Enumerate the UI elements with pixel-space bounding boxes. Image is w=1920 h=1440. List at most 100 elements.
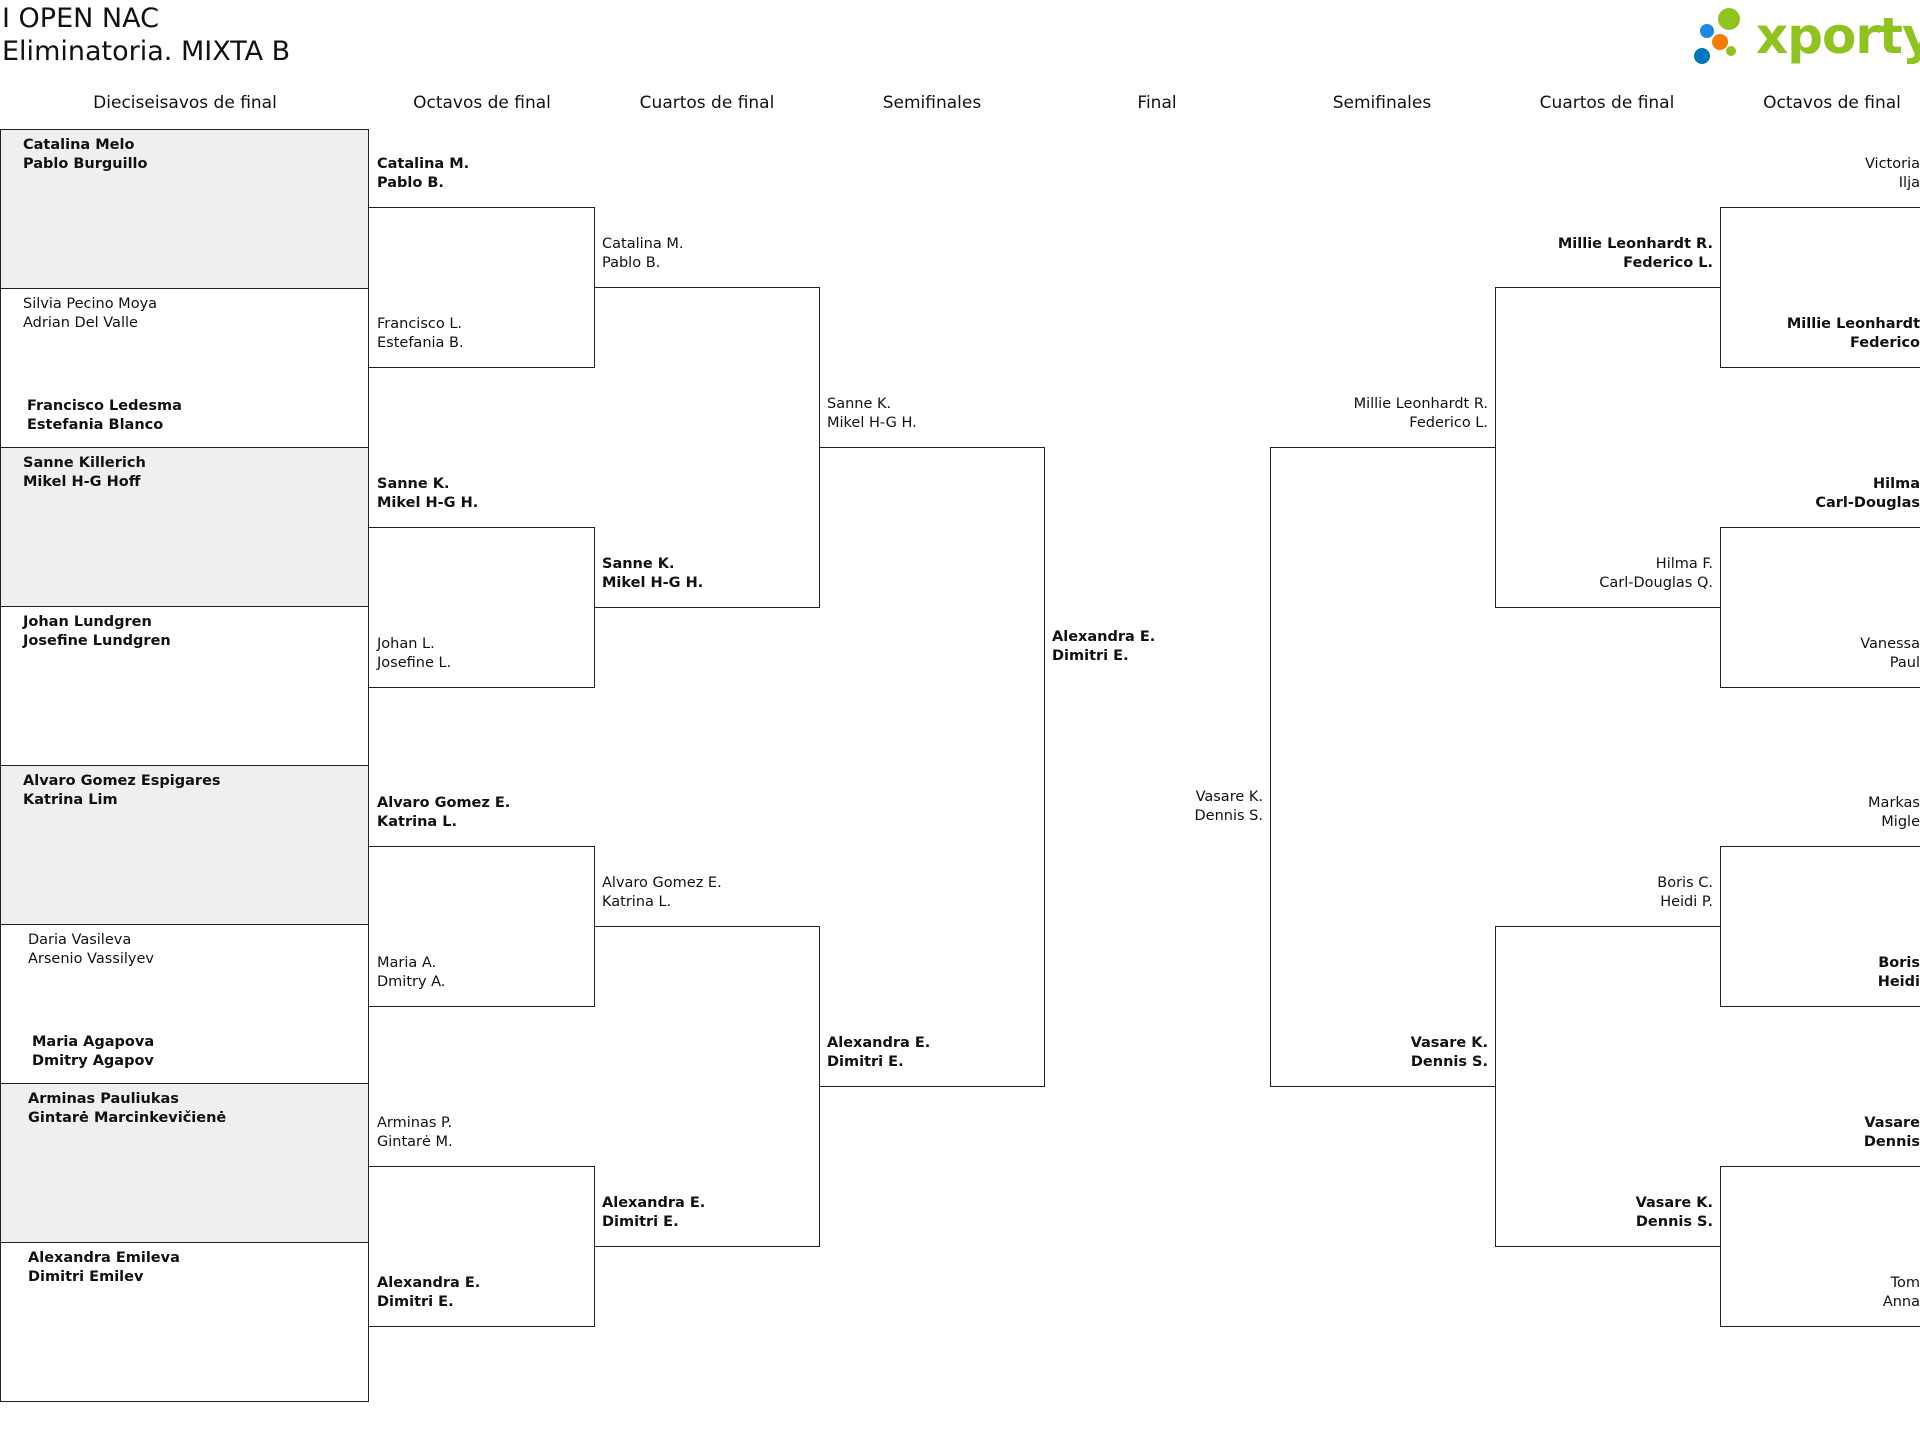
bracket-line [819,447,1045,448]
team-names: Vasare K. Dennis S. [1195,788,1263,826]
player-name: Sanne K. [377,475,450,492]
player-name: Maria A. [377,955,437,971]
bracket-line [1495,1246,1721,1247]
player-name: Katrina Lim [23,792,118,808]
player-name: Vasare [1864,1114,1920,1131]
player-name: Katrina L. [602,894,672,910]
bracket-line [1495,926,1496,1247]
column-header: Semifinales [1332,93,1432,113]
bracket-line [369,1325,595,1327]
player-name: Federico L. [1409,415,1488,431]
player-name: Daria Vasileva [28,932,132,948]
column-header: Semifinales [882,93,982,113]
player-name: Johan L. [377,635,435,652]
player-name: Pablo Burguillo [23,156,148,172]
player-name: Anna [1882,1293,1920,1310]
player-name: Silvia Pecino Moya [23,296,158,312]
bracket-line [1720,1325,1920,1327]
team-names: Alvaro Gomez E.Katrina L. [602,874,722,912]
team-names: Sanne K. Mikel H-G H. [377,475,478,513]
match-cell [0,765,369,925]
player-name: Catalina M. [602,236,684,252]
player-name: Dennis S. [1410,1054,1488,1070]
player-name: Millie Leonhardt R. [1557,236,1713,252]
column-header: Dieciseisavos de final [93,93,277,113]
bracket-line [369,686,595,688]
logo-dot-icon [1718,8,1740,30]
player-name: Dennis S. [1194,808,1263,824]
player-name: Vasare K. [1410,1035,1488,1051]
player-name: Josefine L. [377,654,452,671]
player-name: Sanne K. [602,556,675,572]
team-names: Francisco L.Estefania B. [377,315,464,353]
player-name: Mikel H-G H. [377,494,479,511]
match-cell [0,1083,369,1243]
player-name: Alexandra E. [827,1035,931,1051]
match-cell [0,129,369,289]
team-names: Alexandra E. Dimitri E. [1052,628,1155,666]
player-name: Sanne Killerich [23,455,146,471]
player-name: Dimitri E. [1052,648,1129,664]
bracket-line [1720,526,1920,528]
team-names: Alexandra E.Dimitri E. [377,1274,480,1312]
logo-dot-icon [1712,34,1728,50]
player-name: Dennis S. [1635,1214,1713,1230]
bracket-line [1720,207,1920,208]
bracket-line [594,1246,820,1247]
bracket-line [1270,1086,1496,1087]
player-name: Vasare K. [1195,789,1263,805]
player-name: Mikel H-G H. [827,415,917,431]
team-names: Sanne K.Mikel H-G H. [827,395,917,433]
player-name: Francisco L. [377,316,463,332]
bracket-line [1270,447,1496,448]
player-name: Gintarė M. [377,1133,453,1150]
player-name: Alvaro Gomez Espigares [23,773,221,789]
team-names: Alexandra E.Dimitri E. [602,1194,705,1232]
player-name: Dimitri E. [827,1054,904,1070]
bracket-line [1720,526,1721,688]
player-name: Estefania Blanco [27,417,164,433]
player-name: Pablo B. [377,175,444,191]
player-name: Victoria [1864,156,1920,172]
player-name: Dimitri E. [377,1293,454,1310]
player-name: Alexandra E. [1052,629,1156,645]
bracket-line [369,367,595,368]
bracket-line [1720,686,1920,688]
player-name: Vanessa [1860,635,1920,652]
bracket-line [369,1165,595,1167]
player-name: Heidi P. [1660,894,1713,910]
bracket-line [594,287,820,288]
team-names: Johan L. Josefine L. [377,635,451,673]
player-name: Markas [1868,795,1920,811]
team-names: Catalina M.Pablo B. [377,155,469,193]
team-names: Alvaro Gomez E.Katrina L. [377,794,510,832]
player-name: Boris C. [1657,875,1713,891]
team-names: Alexandra E. Dimitri E. [827,1034,930,1072]
bracket-line [819,1086,1045,1087]
team-names: Catalina M.Pablo B. [602,235,683,273]
logo-text: xporty [1756,7,1920,65]
player-name: Federico [1849,335,1920,351]
player-name: Katrina L. [377,814,457,830]
column-header: Octavos de final [413,93,551,113]
bracket-line [1495,287,1721,288]
bracket-line [1720,207,1721,368]
player-name: Carl-Douglas Q. [1599,575,1713,591]
player-name: Tom [1890,1274,1920,1291]
player-name: Arminas P. [377,1114,453,1131]
draw-name: Eliminatoria. MIXTA B [2,36,291,67]
player-name: Francisco Ledesma [27,398,182,414]
bracket-line [1495,607,1721,608]
bracket-line [1495,287,1496,608]
